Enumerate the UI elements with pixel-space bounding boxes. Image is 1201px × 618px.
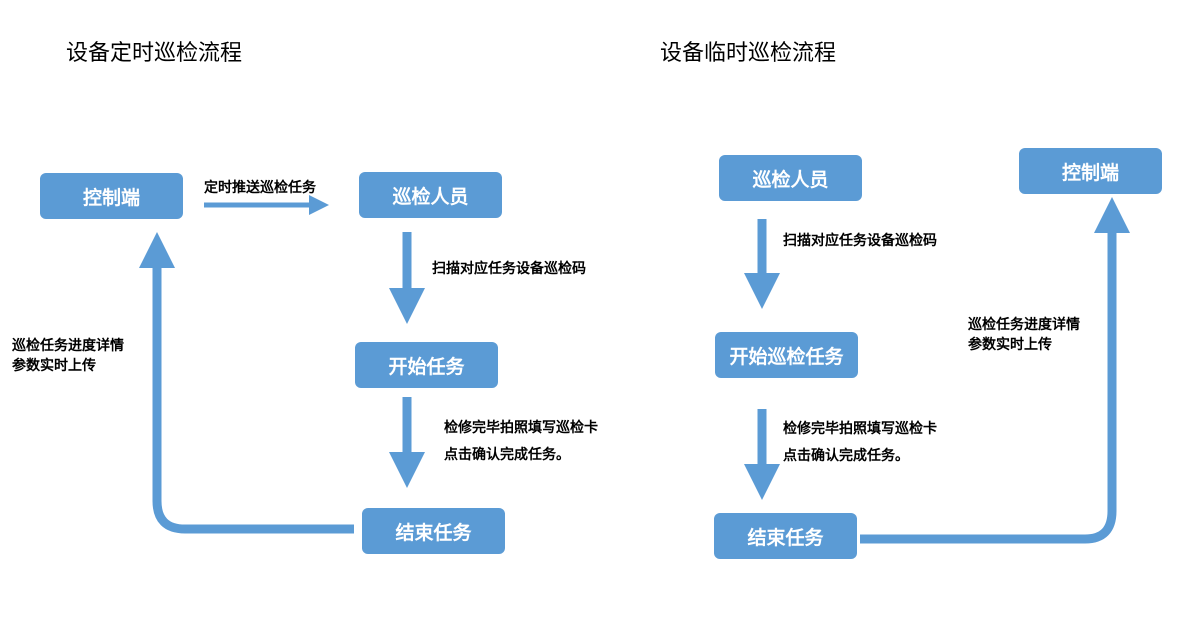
left-edge-upload-label: 巡检任务进度详情 参数实时上传 (12, 336, 124, 376)
right-edge-complete-line1: 检修完毕拍照填写巡检卡 (783, 421, 937, 437)
right-diagram-title: 设备临时巡检流程 (660, 41, 837, 66)
left-edge-complete-line2: 点击确认完成任务。 (444, 447, 570, 463)
right-edge-scan-label: 扫描对应任务设备巡检码 (783, 233, 937, 249)
right-node-end: 结束任务 (714, 513, 857, 559)
right-node-control-label: 控制端 (1061, 161, 1119, 184)
left-node-end-label: 结束任务 (395, 521, 472, 544)
left-node-control: 控制端 (40, 173, 183, 219)
left-edge-upload-line1: 巡检任务进度详情 (12, 338, 124, 354)
arrow-end-to-control (139, 232, 354, 534)
right-node-inspector: 巡检人员 (719, 155, 862, 201)
left-edge-complete-line1: 检修完毕拍照填写巡检卡 (444, 420, 598, 436)
right-edge-upload-line1: 巡检任务进度详情 (968, 317, 1080, 333)
left-edge-scan-label: 扫描对应任务设备巡检码 (432, 261, 586, 277)
left-node-start: 开始任务 (355, 342, 498, 388)
right-node-control: 控制端 (1019, 148, 1162, 194)
right-edge-upload-line2: 参数实时上传 (968, 337, 1052, 353)
right-node-start: 开始巡检任务 (715, 332, 858, 378)
left-edge-push-label: 定时推送巡检任务 (204, 180, 316, 196)
left-node-inspector-label: 巡检人员 (392, 185, 469, 208)
right-node-start-label: 开始巡检任务 (729, 345, 844, 368)
left-node-start-label: 开始任务 (388, 355, 465, 378)
left-node-end: 结束任务 (362, 508, 505, 554)
left-node-inspector: 巡检人员 (359, 172, 502, 218)
right-node-end-label: 结束任务 (747, 526, 824, 549)
right-edge-complete-line2: 点击确认完成任务。 (783, 448, 909, 464)
left-edge-upload-line2: 参数实时上传 (12, 358, 96, 374)
left-edge-complete-label: 检修完毕拍照填写巡检卡 点击确认完成任务。 (444, 415, 598, 469)
left-diagram-title: 设备定时巡检流程 (66, 41, 243, 66)
right-edge-complete-label: 检修完毕拍照填写巡检卡 点击确认完成任务。 (783, 416, 937, 470)
arrow-r-end-to-control (860, 197, 1130, 544)
right-node-inspector-label: 巡检人员 (752, 168, 829, 191)
right-edge-upload-label: 巡检任务进度详情 参数实时上传 (968, 315, 1080, 355)
left-node-control-label: 控制端 (82, 186, 140, 209)
